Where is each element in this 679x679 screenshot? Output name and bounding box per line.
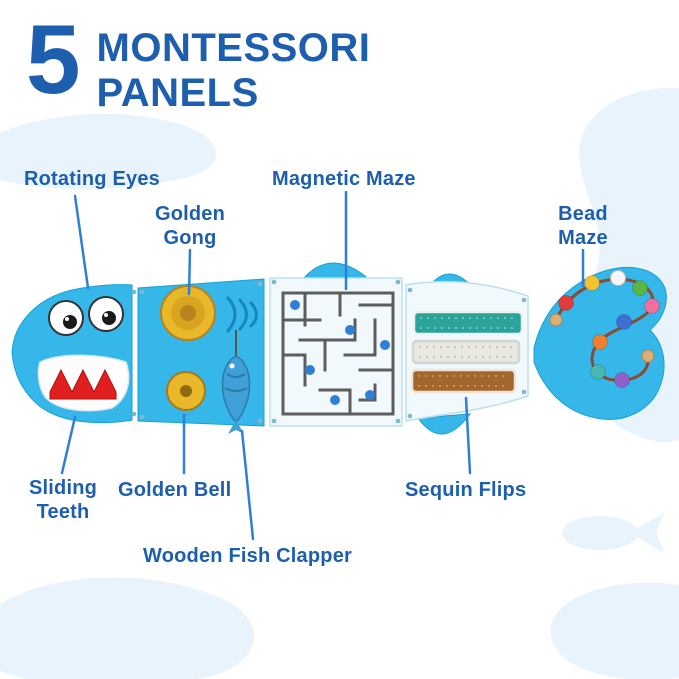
label-rotating-eyes: Rotating Eyes [24, 168, 160, 190]
magnetic-maze-panel [269, 277, 403, 427]
title-line-2: PANELS [96, 70, 259, 115]
gill-lines [226, 296, 258, 333]
label-golden-gong: Golden Gong [154, 203, 226, 249]
sliding-teeth-feature [37, 354, 130, 412]
label-sliding-teeth: Sliding Teeth [28, 477, 98, 523]
label-bead-maze: Bead Maze [558, 203, 608, 249]
bead-maze-tail [533, 266, 667, 420]
label-wooden-fish-clapper: Wooden Fish Clapper [143, 545, 352, 567]
maze-magnetic-balls [290, 300, 390, 405]
shark-head-panel [11, 284, 133, 424]
rotating-eyes-feature [48, 296, 124, 336]
label-sequin-flips: Sequin Flips [405, 479, 527, 501]
sequin-flips-panel [405, 280, 529, 422]
page-title: 5 MONTESSORI PANELS [26, 4, 371, 116]
label-magnetic-maze: Magnetic Maze [272, 168, 416, 190]
title-text: MONTESSORI PANELS [97, 14, 371, 116]
beads [558, 270, 660, 388]
panel-count: 5 [26, 4, 81, 114]
gong-bell-panel [137, 278, 265, 434]
small-fish-silhouette [562, 513, 664, 553]
wooden-fish-clapper-feature [221, 330, 251, 434]
title-line-1: MONTESSORI [96, 26, 371, 70]
label-golden-bell: Golden Bell [118, 479, 232, 501]
golden-gong-feature [160, 285, 216, 341]
panel-screws [131, 279, 527, 424]
leader-lines [60, 190, 585, 541]
golden-bell-feature [166, 371, 206, 411]
bottom-fin [417, 413, 472, 435]
